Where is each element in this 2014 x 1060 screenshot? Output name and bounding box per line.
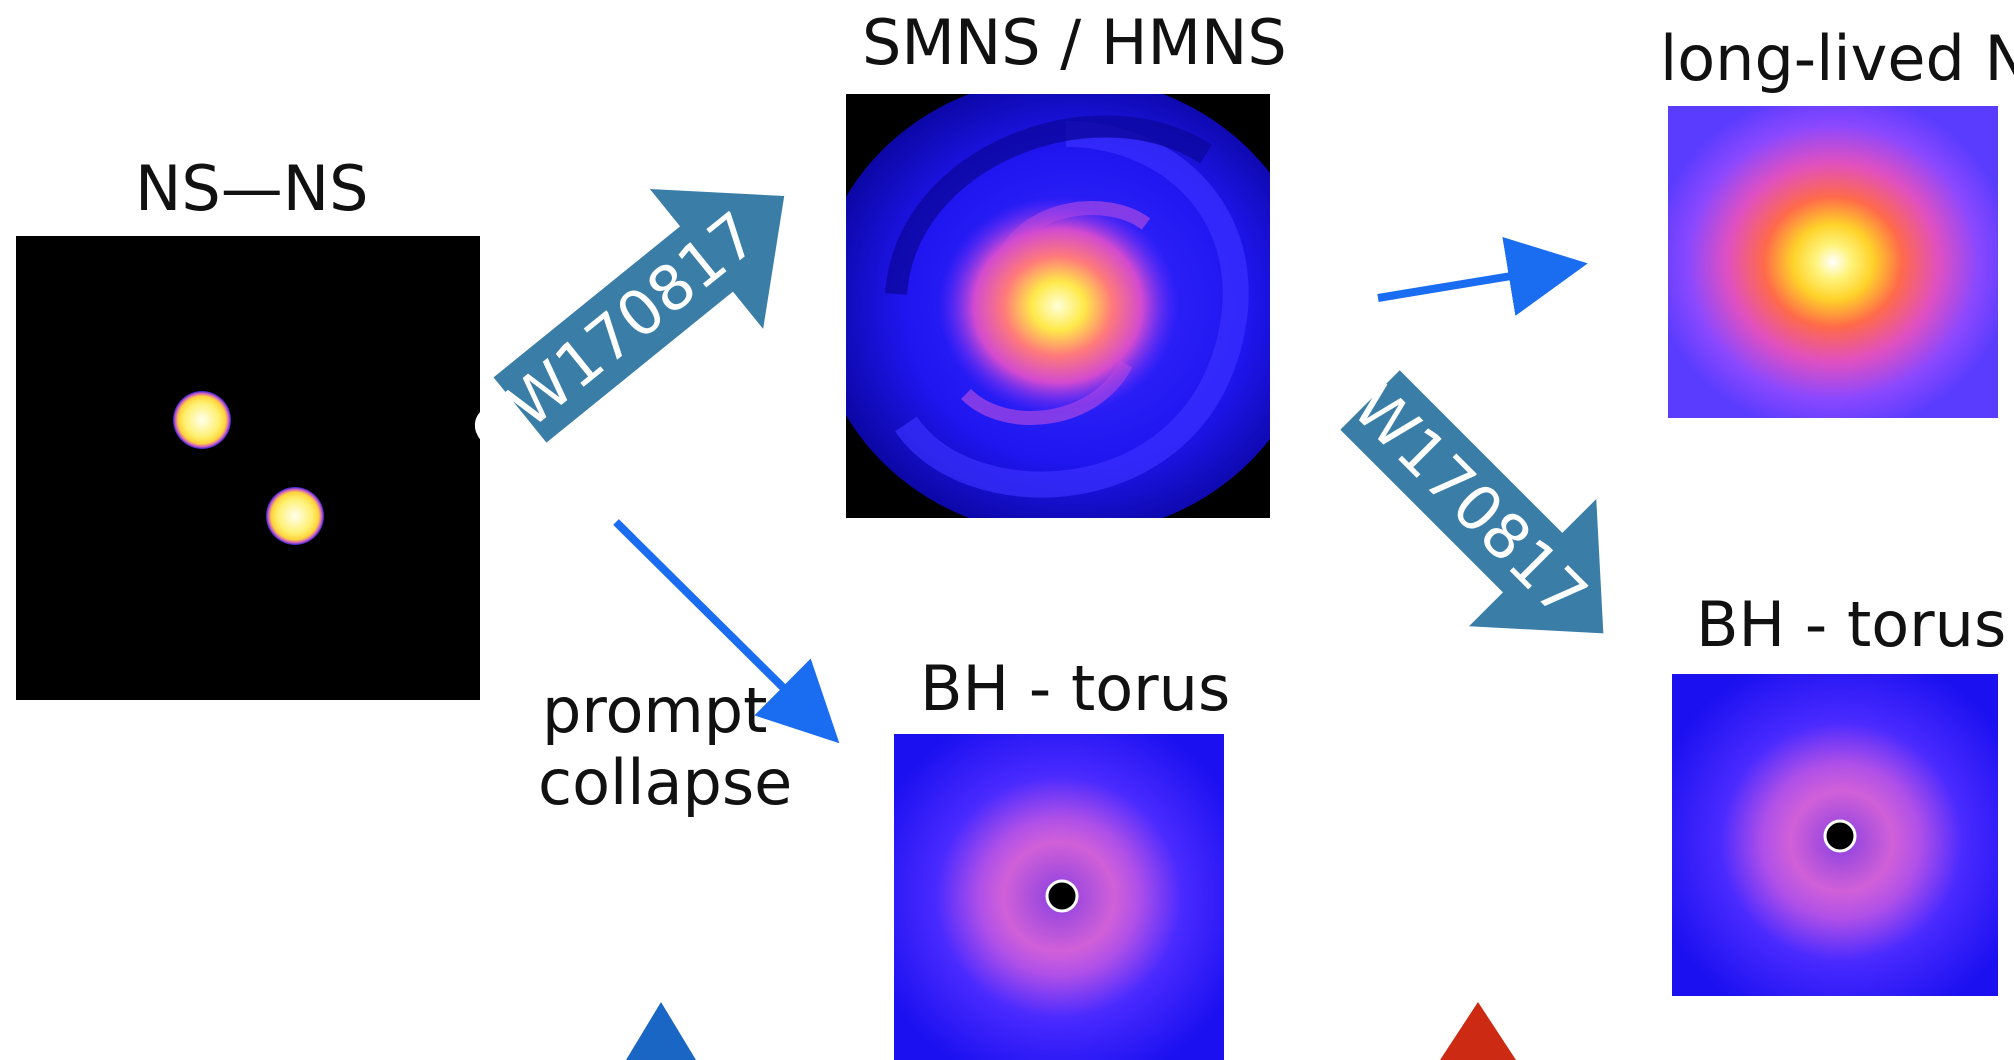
long-lived-ns-panel <box>1668 106 1998 418</box>
long-lived-ns-label: long-lived NS <box>1660 22 2014 95</box>
long-lived-ns-image <box>1668 106 1998 418</box>
black-hole <box>1045 879 1079 913</box>
bh-torus-right-label: BH - torus <box>1696 588 2007 661</box>
collapse-arrow: GW170817 <box>1305 336 1604 634</box>
bh-torus-right-panel <box>1672 674 1998 996</box>
bh-torus-bottom-panel <box>894 734 1224 1060</box>
red-triangle-marker <box>1440 1002 1516 1060</box>
merger-arrow-label: GW170817 <box>456 198 771 472</box>
bh-torus-bottom-label: BH - torus <box>920 652 1231 725</box>
collapse-label: collapse <box>538 746 793 819</box>
prompt-collapse-arrow <box>613 519 840 744</box>
merger-arrow: GW170817 <box>456 189 785 472</box>
smns-hmns-panel <box>846 94 1270 518</box>
blue-triangle-marker <box>626 1002 696 1060</box>
black-hole <box>1823 819 1857 853</box>
bh-torus-bottom-image <box>894 734 1224 1060</box>
neutron-star-1 <box>173 391 231 449</box>
hypermassive-ns-image <box>846 94 1270 518</box>
prompt-label: prompt <box>542 674 768 747</box>
smns-hmns-label: SMNS / HMNS <box>862 6 1287 79</box>
collapse-arrow-label: GW170817 <box>1305 336 1601 632</box>
long-lived-arrow <box>1377 236 1588 316</box>
ns-ns-panel <box>16 236 480 700</box>
bh-torus-right-image <box>1672 674 1998 996</box>
ns-ns-label: NS—NS <box>135 152 369 225</box>
neutron-star-2 <box>266 487 324 545</box>
binary-neutron-stars-image <box>173 391 324 545</box>
